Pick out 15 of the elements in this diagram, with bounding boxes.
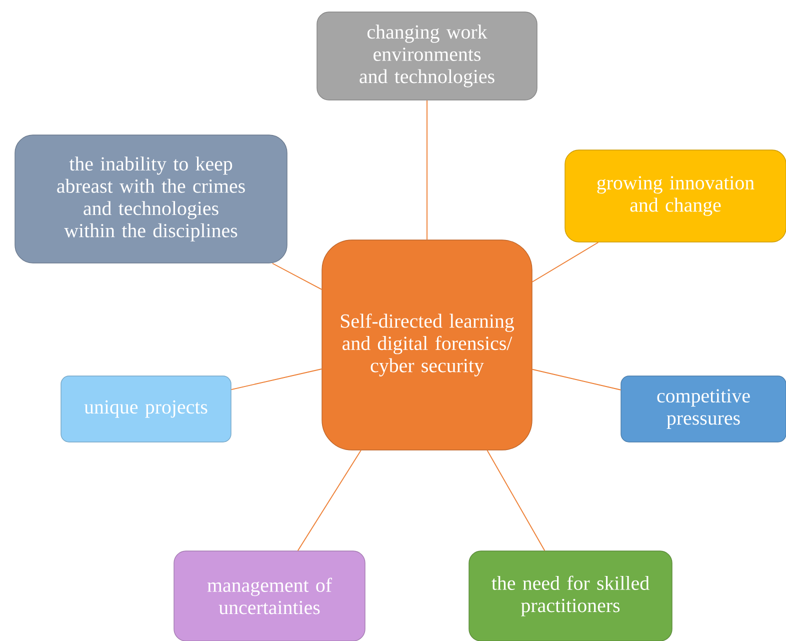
connector-line [532, 368, 622, 390]
connector-line [486, 450, 546, 552]
topic-box: the need for skilled practitioners [468, 550, 672, 641]
connector-line [532, 242, 599, 282]
connector-line [272, 262, 322, 290]
topic-box: management of uncertainties [174, 550, 366, 641]
topic-box: unique projects [60, 376, 232, 442]
connector-line [297, 450, 362, 552]
topic-box: growing innovation and change [564, 150, 786, 242]
connector-line [426, 100, 428, 240]
topic-box: the inability to keep abreast with the crimes and technologies within the disciplines [14, 134, 288, 264]
topic-box: competitive pressures [620, 376, 786, 442]
topic-box: Self-directed learning and digital forensics/ cyber security [322, 240, 532, 450]
connector-line [230, 368, 322, 390]
topic-box: changing work environments and technologies [316, 12, 538, 100]
